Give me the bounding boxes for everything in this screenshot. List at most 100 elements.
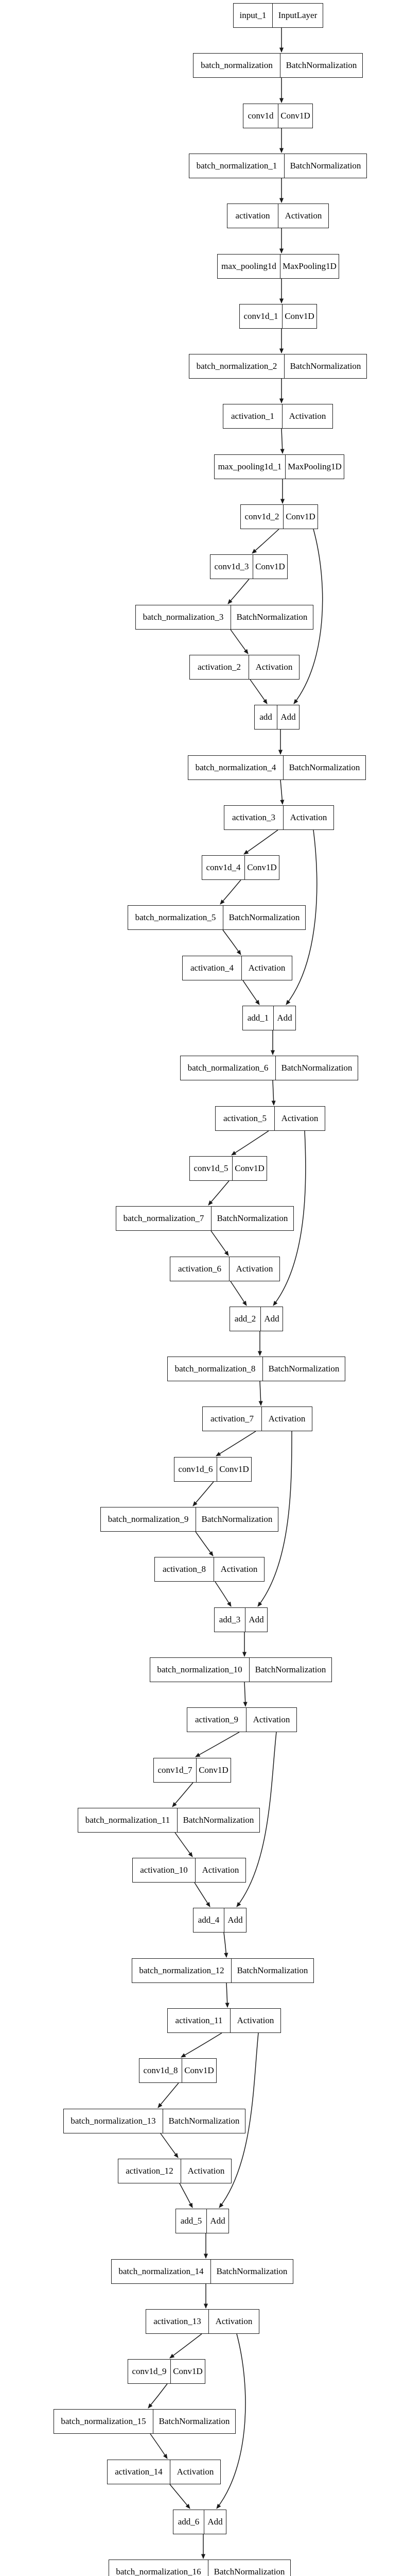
layer-class: Activation [170,2460,220,2484]
edge-conv1d_2-conv1d_3 [252,529,279,554]
layer-name: conv1d_6 [178,1464,213,1474]
layer-name: activation_12 [126,2166,173,2176]
layer-name: conv1d_3 [214,562,249,571]
layer-class: Activation [181,2159,231,2183]
layer-name: batch_normalization_15 [61,2416,146,2426]
layer-name: conv1d_9 [132,2366,167,2376]
layer-name: batch_normalization_16 [116,2567,201,2576]
edge-activation_10-add_4 [194,1882,210,1907]
layer-name: activation_11 [175,2015,223,2025]
layer-name: batch_normalization_13 [71,2116,156,2126]
layer-class: Activation [261,1407,312,1431]
layer-class: Add [224,1908,246,1932]
edge-activation_3-conv1d_4 [243,829,278,855]
edge-conv1d_9-batch_normalization_15 [148,2383,168,2409]
edge-activation_7-add_3 [257,1431,292,1607]
layer-class: BatchNormalization [249,1658,331,1682]
layer-class: BatchNormalization [284,154,366,178]
node-batch_normalization_13: batch_normalization_13 BatchNormalization [63,2109,245,2133]
layer-name: max_pooling1d_1 [218,462,282,471]
layer-name: batch_normalization [201,60,273,70]
layer-class: Conv1D [182,2059,216,2082]
layer-class: BatchNormalization [163,2109,245,2133]
layer-name: conv1d_7 [157,1765,192,1775]
layer-name: activation_2 [197,662,241,672]
layer-class: InputLayer [272,4,323,27]
layer-class: Conv1D [278,104,312,128]
layer-name: batch_normalization_1 [196,161,277,171]
layer-class: BatchNormalization [211,1207,293,1230]
edge-conv1d_4-batch_normalization_5 [220,879,241,905]
edge-add_4-batch_normalization_12 [223,1932,228,1958]
layer-class: Activation [274,1107,325,1130]
layer-class: Add [204,2510,226,2534]
layer-class: BatchNormalization [231,605,313,629]
edge-conv1d_2-add [293,529,323,704]
layer-name: conv1d_1 [243,311,278,321]
node-batch_normalization_15: batch_normalization_15 BatchNormalization [54,2409,236,2434]
layer-name: activation_5 [223,1113,267,1123]
layer-class: BatchNormalization [275,1056,358,1080]
edge-activation_13-conv1d_9 [169,2333,202,2359]
edge-conv1d_8-batch_normalization_13 [157,2082,179,2108]
layer-name: add_2 [234,1314,256,1324]
layer-name: batch_normalization_14 [118,2266,204,2276]
layer-name: batch_normalization_9 [108,1514,189,1524]
layer-name: activation_9 [195,1715,239,1724]
layer-class: MaxPooling1D [280,255,339,278]
node-activation_12: activation_12 Activation [118,2159,232,2183]
edge-batch_normalization_9-activation_8 [195,1531,214,1556]
edge-conv1d_3-batch_normalization_3 [227,579,250,604]
layer-class: BatchNormalization [231,1959,313,1982]
node-activation_5: activation_5 Activation [215,1106,325,1131]
edge-activation_9-add_4 [236,1732,277,1907]
edge-batch_normalization_3-activation_2 [230,629,249,654]
layer-class: Activation [283,806,333,829]
edge-activation_12-add_5 [179,2183,193,2208]
layer-name: activation_1 [231,411,275,421]
layer-class: Activation [249,655,299,679]
edge-batch_normalization_8-activation_7 [258,1381,263,1406]
layer-name: batch_normalization_7 [123,1213,204,1223]
layer-name: add_6 [178,2517,200,2527]
layer-class: Conv1D [170,2360,205,2383]
layer-class: BatchNormalization [153,2410,235,2433]
layer-class: Activation [278,204,328,228]
layer-name: batch_normalization_2 [196,361,277,371]
layer-name: add_5 [180,2216,202,2226]
edge-batch_normalization_12-activation_11 [225,1982,230,2008]
layer-class: BatchNormalization [177,1808,259,1832]
node-batch_normalization_11: batch_normalization_11 BatchNormalization [78,1808,260,1833]
layer-name: conv1d_8 [143,2065,178,2075]
layer-class: Add [277,705,299,729]
layer-name: activation_10 [140,1865,188,1875]
layer-name: batch_normalization_6 [187,1063,269,1073]
edge-batch_normalization_5-activation_4 [222,929,241,955]
edge-activation_4-add_1 [242,980,260,1005]
layer-name: activation_7 [210,1414,254,1423]
layer-name: batch_normalization_11 [85,1815,170,1825]
